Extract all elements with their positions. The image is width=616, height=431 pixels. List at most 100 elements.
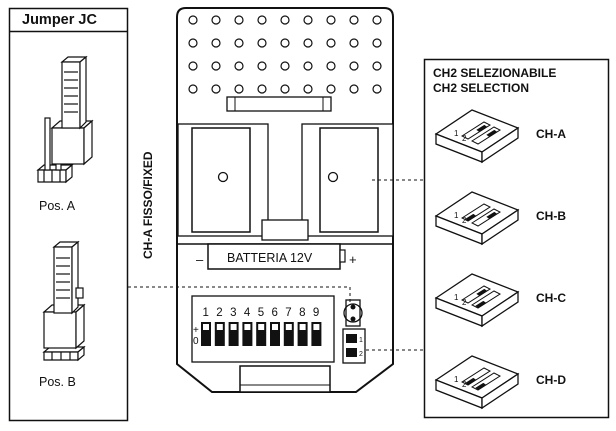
battery-label: BATTERIA 12V — [227, 251, 313, 265]
vent-hole — [303, 61, 313, 71]
vent-hole — [257, 38, 267, 48]
ch2-selector-label-1: 1 — [359, 337, 363, 344]
vent-hole — [326, 61, 336, 71]
dip-switch-lever — [230, 324, 237, 330]
vent-hole — [349, 15, 359, 25]
dip-switch-lever — [258, 324, 265, 330]
battery-minus: – — [196, 252, 204, 267]
vent-hole — [349, 84, 359, 94]
vent-hole — [188, 38, 198, 48]
vent-hole — [257, 15, 267, 25]
jumper-panel-frame — [8, 7, 129, 422]
switch-digit: 2 — [462, 134, 467, 143]
switch-digit: 1 — [454, 129, 459, 138]
board-jumper-socket — [345, 299, 361, 327]
switch-digit: 2 — [462, 216, 467, 225]
dip-switch-lever — [244, 324, 251, 330]
switch-slider — [465, 377, 477, 385]
ch2-panel-title-2: CH2 SELECTION — [433, 81, 529, 95]
dip-switch-number: 1 — [203, 307, 209, 319]
switch-slider — [475, 300, 487, 308]
switch-side-face — [481, 126, 519, 164]
vent-hole — [372, 84, 382, 94]
dip-switch-lever — [313, 324, 320, 330]
switch-digit: 1 — [454, 293, 459, 302]
relay-right-screw — [327, 171, 339, 183]
board-jumper-pin-2 — [350, 316, 356, 322]
dip-switch-number: 5 — [258, 307, 264, 319]
dip-switch-bank — [201, 322, 322, 346]
vent-hole — [372, 61, 382, 71]
vent-hole — [188, 84, 198, 94]
dip-switch-number: 8 — [299, 307, 305, 319]
jumper-pos-b-label: Pos. B — [39, 375, 76, 389]
vent-hole — [349, 61, 359, 71]
switch-side-face — [481, 208, 519, 246]
relay-left-screw — [217, 171, 229, 183]
dip-switch-toggle — [283, 322, 294, 346]
vent-hole — [257, 61, 267, 71]
dip-zero-mark: 0 — [193, 336, 199, 347]
dip-switch-number: 3 — [230, 307, 236, 319]
vent-hole — [280, 15, 290, 25]
vent-hole — [303, 38, 313, 48]
dip-switch-lever — [272, 324, 278, 330]
switch-slider — [465, 213, 477, 221]
vent-hole — [349, 38, 359, 48]
dip-switch-number: 4 — [244, 307, 251, 319]
board-jumper-circle — [343, 303, 363, 323]
switch-digit: 2 — [462, 298, 467, 307]
vent-hole — [303, 84, 313, 94]
switch-slider — [476, 288, 488, 296]
ch2-option-label: CH-D — [536, 373, 566, 387]
battery-plus: + — [349, 252, 357, 267]
ch2-selector-slider-2 — [346, 348, 357, 357]
vent-hole — [234, 38, 244, 48]
dip-plus-mark: + — [193, 325, 199, 336]
vent-hole — [280, 38, 290, 48]
vent-hole — [257, 84, 267, 94]
vent-hole — [211, 84, 221, 94]
board-jumper-pin-1 — [350, 304, 356, 310]
dip-switch-toggle — [270, 322, 280, 346]
vent-hole — [234, 84, 244, 94]
jumper-pos-a-illustration — [36, 55, 94, 184]
side-label-ch-a-fixed: CH-A FISSO/FIXED — [141, 151, 155, 259]
vent-hole — [188, 61, 198, 71]
switch-slider — [475, 382, 487, 390]
vent-hole — [326, 38, 336, 48]
dip-switch-toggle — [242, 322, 253, 346]
vent-hole — [211, 15, 221, 25]
dip-switch-toggle — [228, 322, 239, 346]
dashed-leaders — [128, 179, 424, 351]
ch2-panel-title-1: CH2 SELEZIONABILE — [433, 66, 556, 80]
vent-hole — [211, 38, 221, 48]
switch-digit: 1 — [454, 375, 459, 384]
switch-slider — [486, 129, 498, 137]
switch-slider — [476, 124, 488, 132]
ch2-option: 12 CH-A — [434, 109, 566, 164]
dip-switch-number: 2 — [216, 307, 222, 319]
board-bottom-tab — [239, 365, 331, 393]
ch2-option-label: CH-A — [536, 127, 566, 141]
dip-switch-number: 9 — [313, 307, 319, 319]
switch-side-face — [481, 290, 519, 328]
dip-switch-toggle — [214, 322, 225, 346]
dip-switch-number: 7 — [285, 307, 291, 319]
ch2-selector-label-2: 2 — [359, 351, 363, 358]
ch2-panel-frame — [423, 58, 610, 419]
relay-bridge — [261, 219, 309, 241]
vent-hole — [326, 84, 336, 94]
vent-hole — [234, 61, 244, 71]
relay-right-inner — [319, 127, 379, 233]
jumper-pos-b-illustration — [42, 240, 86, 362]
vent-hole — [303, 15, 313, 25]
dip-switch-toggle — [297, 322, 308, 346]
dip-switch-lever — [285, 324, 292, 330]
